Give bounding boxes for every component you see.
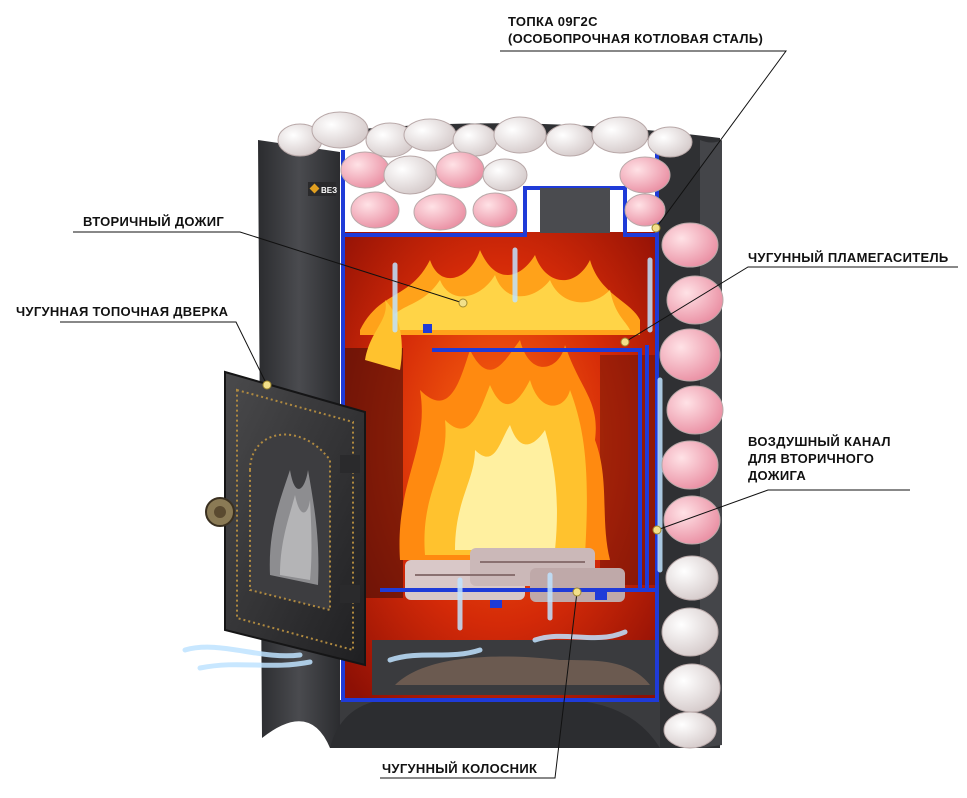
label-grate: ЧУГУННЫЙ КОЛОСНИК [382,760,537,777]
marker-firebox [651,223,661,233]
label-air-channel-line1: ВОЗДУШНЫЙ КАНАЛ [748,434,891,449]
stones-top [277,111,693,231]
ash-pit [395,656,650,685]
air-flow-arrow-icon [387,647,483,663]
leader-lines [60,50,958,779]
air-nozzle [490,600,502,608]
marker-air-channel [652,525,662,535]
air-flow-arrow-icon [182,644,303,659]
label-door-text: ЧУГУННАЯ ТОПОЧНАЯ ДВЕРКА [16,304,229,319]
logo-text: ВЕЗ [321,186,337,195]
label-air-channel-line3: ДОЖИГА [748,468,807,483]
label-flame-diffuser: ЧУГУННЫЙ ПЛАМЕГАСИТЕЛЬ [748,249,949,266]
logo-icon: ВЕЗ [308,182,337,196]
label-firebox: ТОПКА 09Г2С (ОСОБОПРОЧНАЯ КОТЛОВАЯ СТАЛЬ… [508,13,763,47]
markers [262,223,662,597]
label-door: ЧУГУННАЯ ТОПОЧНАЯ ДВЕРКА [16,303,228,320]
marker-flame-diffuser [620,337,630,347]
label-secondary-burn-text: ВТОРИЧНЫЙ ДОЖИГ [83,214,225,229]
label-grate-text: ЧУГУННЫЙ КОЛОСНИК [382,761,538,776]
air-nozzle [595,588,607,600]
label-air-channel: ВОЗДУШНЫЙ КАНАЛ ДЛЯ ВТОРИЧНОГО ДОЖИГА [748,433,891,484]
flames [360,250,640,560]
label-firebox-line2: (ОСОБОПРОЧНАЯ КОТЛОВАЯ СТАЛЬ) [508,31,764,46]
air-flow [182,247,663,671]
firebox-door[interactable] [205,370,366,667]
air-flow-arrow-icon [532,629,628,643]
label-flame-diffuser-text: ЧУГУННЫЙ ПЛАМЕГАСИТЕЛЬ [748,250,949,265]
flue-pipe [540,188,610,233]
label-firebox-line1: ТОПКА 09Г2С [508,14,598,29]
flame-icon [380,275,630,330]
marker-grate [572,587,582,597]
label-air-channel-line2: ДЛЯ ВТОРИЧНОГО [748,451,875,466]
air-nozzle [423,324,432,333]
marker-door [262,380,272,390]
stones-side [659,222,724,749]
marker-secondary-burn [458,298,468,308]
label-secondary-burn: ВТОРИЧНЫЙ ДОЖИГ [83,213,224,230]
air-flow-arrow-icon [197,659,313,671]
flame-icon [455,425,557,550]
